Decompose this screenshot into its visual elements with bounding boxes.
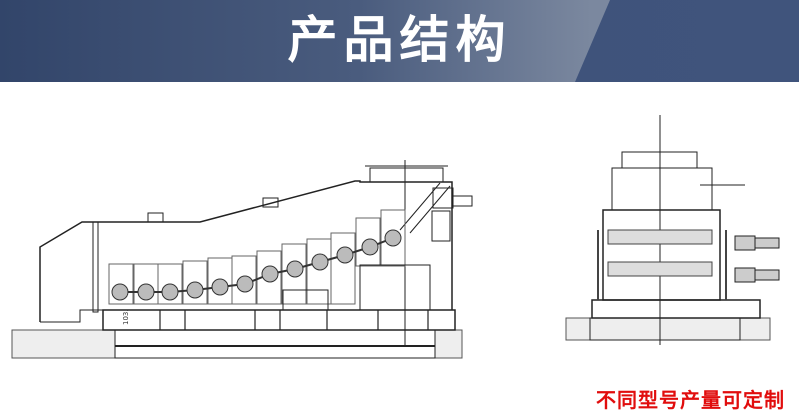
product-structure-drawing: 103. xyxy=(11,115,780,359)
customization-note: 不同型号产量可定制 xyxy=(596,388,785,412)
end-foundation xyxy=(565,317,771,341)
page-title: 产品结构 xyxy=(287,11,512,69)
end-body xyxy=(602,209,721,301)
dimension-label: 103. xyxy=(122,309,130,325)
screen-steps xyxy=(108,209,431,311)
side-view: 103. xyxy=(11,160,473,359)
drive-motors xyxy=(734,235,780,283)
ground-hatch-right xyxy=(434,329,463,359)
ground-hatch-left xyxy=(11,329,116,359)
end-view xyxy=(565,115,780,345)
foundation-slab xyxy=(114,329,436,359)
end-top-box xyxy=(611,167,713,211)
inlet-hopper xyxy=(369,167,444,183)
banner-accent-band xyxy=(575,0,799,82)
header-banner: 产品结构 xyxy=(0,0,799,82)
base-frame xyxy=(102,309,456,331)
rollers xyxy=(111,229,402,301)
